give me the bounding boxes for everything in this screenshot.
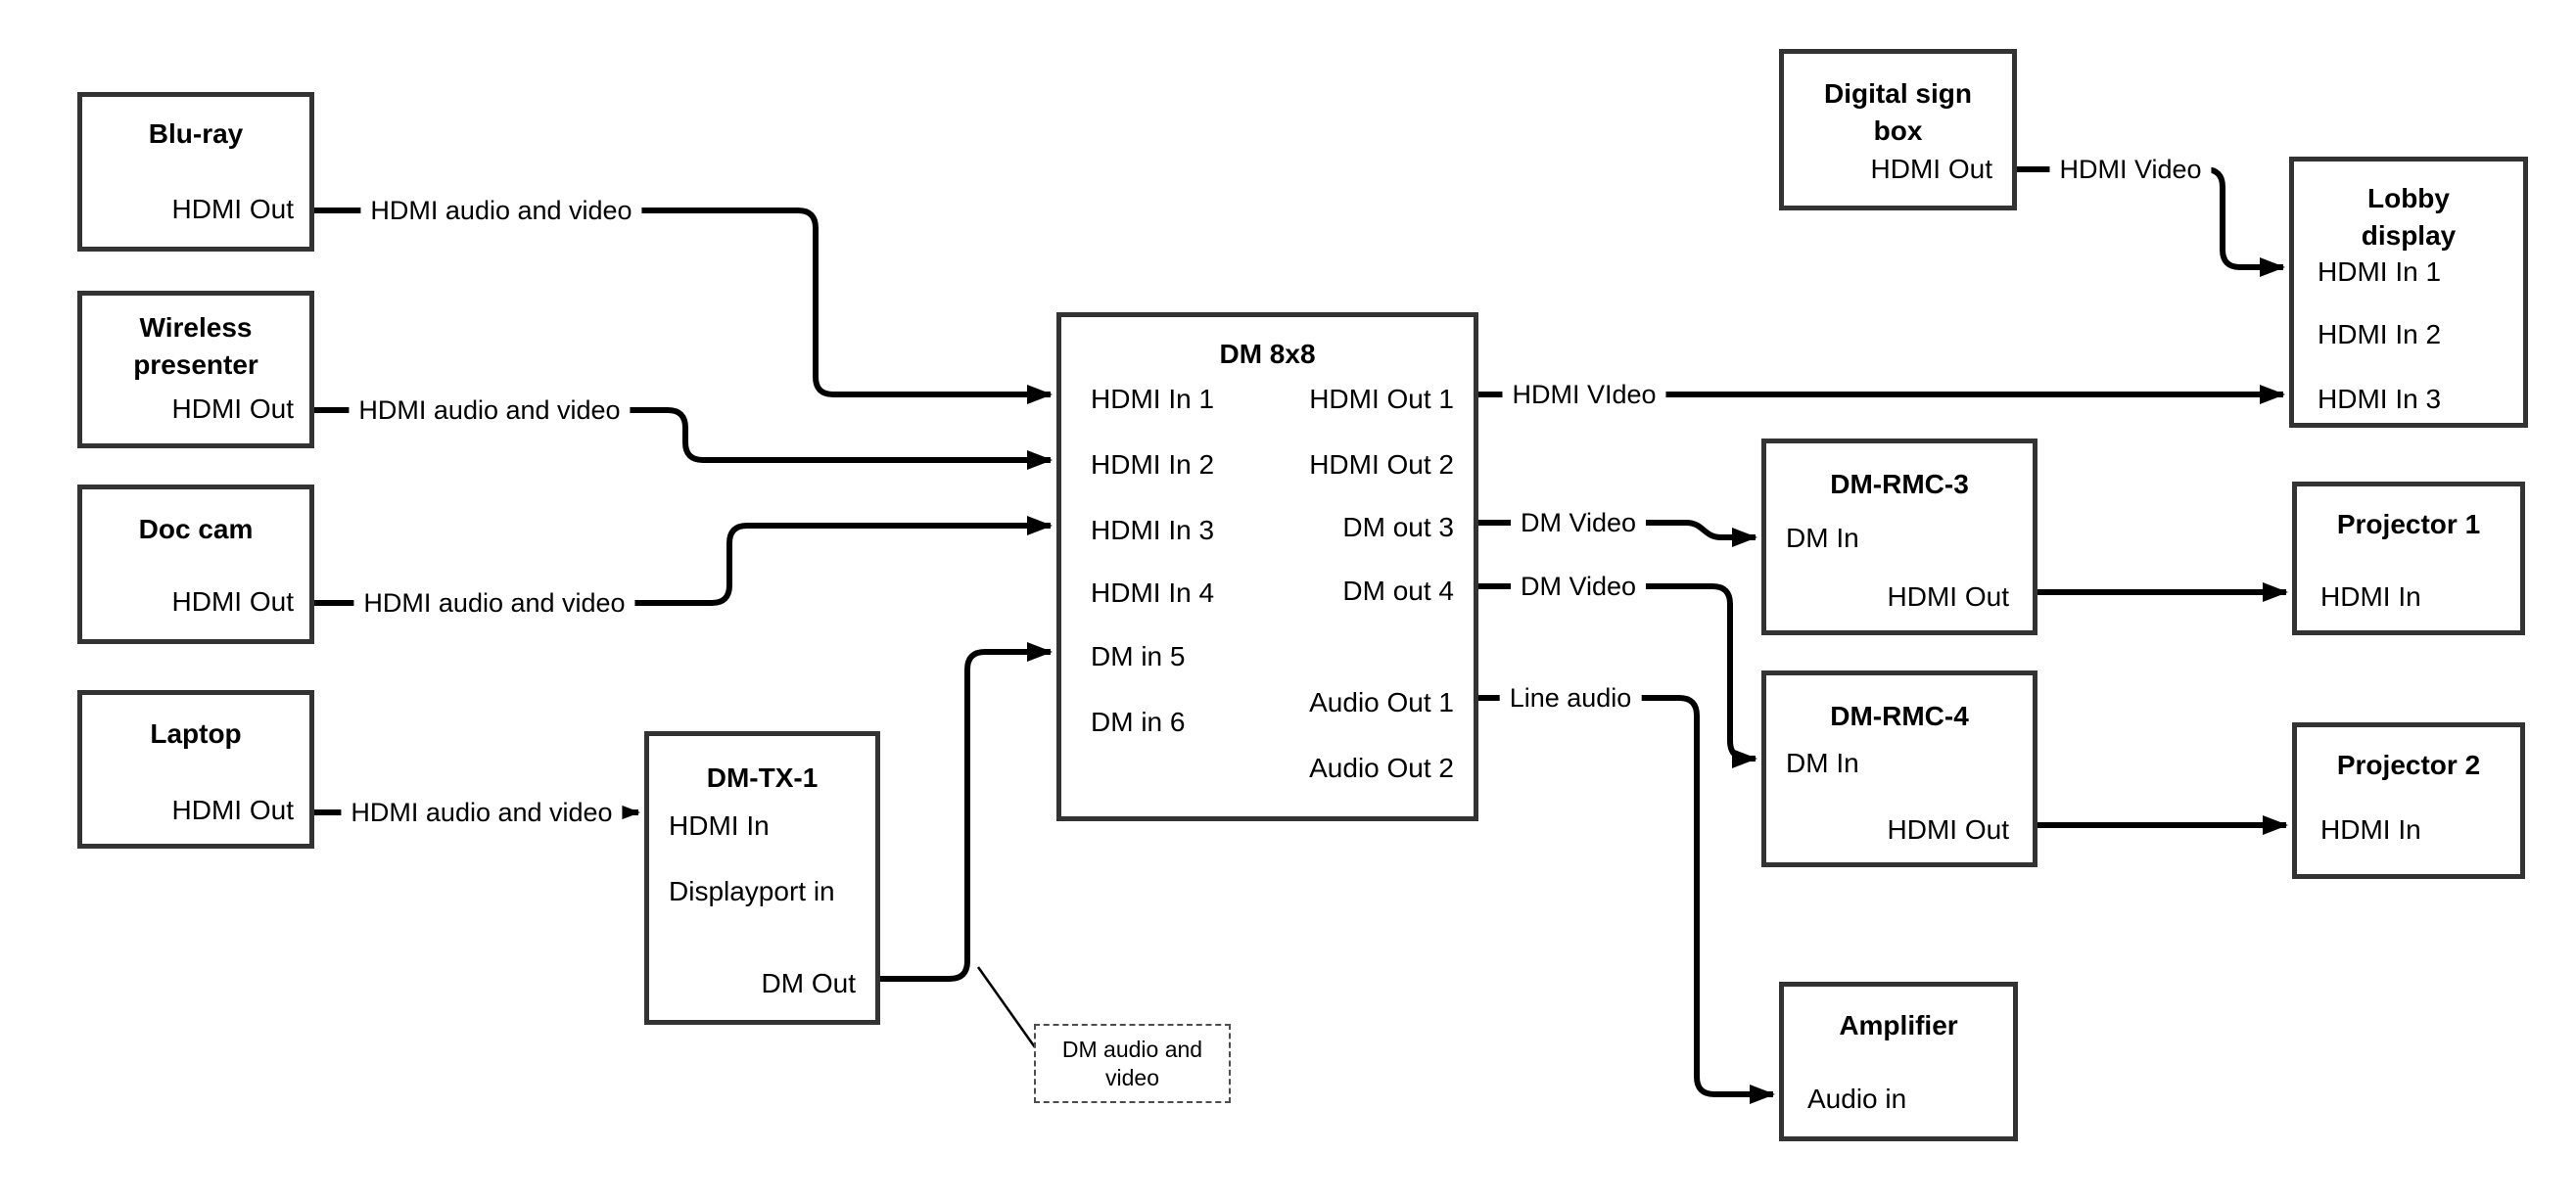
port-dmrmc4-hdmi-out: HDMI Out bbox=[1887, 814, 2009, 845]
port-dm8x8-hdmi-out-1: HDMI Out 1 bbox=[1309, 384, 1454, 414]
port-doccam-hdmi-out: HDMI Out bbox=[171, 586, 294, 617]
edge-digitalsign-to-lobby-in1 bbox=[2017, 166, 2285, 277]
port-dm8x8-audio-out-2: Audio Out 2 bbox=[1309, 753, 1454, 783]
port-dmrmc3-dm-in: DM In bbox=[1786, 523, 1859, 553]
node-bluray-title: Blu-ray bbox=[148, 118, 244, 149]
node-projector-1-title: Projector 1 bbox=[2336, 509, 2481, 539]
port-dm8x8-dm-in-6: DM in 6 bbox=[1091, 707, 1186, 737]
node-digital-sign-box: Digital sign box HDMI Out bbox=[1779, 49, 2017, 210]
port-dmtx1-hdmi-in: HDMI In bbox=[669, 810, 770, 841]
edge-label-audio-out-1: Line audio bbox=[1499, 681, 1642, 715]
edge-dm8x8-dmout4-to-dmrmc4 bbox=[1478, 583, 1757, 768]
port-wireless-hdmi-out: HDMI Out bbox=[171, 393, 294, 424]
annotation-dm-audio-and-video: DM audio and video bbox=[1034, 1024, 1231, 1103]
node-dm-tx-1: DM-TX-1 HDMI In Displayport in DM Out bbox=[644, 731, 880, 1025]
edge-label-bluray: HDMI audio and video bbox=[360, 194, 642, 227]
port-dm8x8-dm-out-3: DM out 3 bbox=[1342, 512, 1454, 542]
edge-label-doccam: HDMI audio and video bbox=[353, 586, 635, 620]
port-dm8x8-hdmi-in-1: HDMI In 1 bbox=[1091, 384, 1215, 414]
port-dmrmc3-hdmi-out: HDMI Out bbox=[1887, 581, 2009, 612]
port-dm8x8-dm-out-4: DM out 4 bbox=[1342, 576, 1454, 606]
node-projector-2-title: Projector 2 bbox=[2336, 750, 2481, 780]
port-bluray-hdmi-out: HDMI Out bbox=[171, 194, 294, 224]
node-dm-rmc-4: DM-RMC-4 DM In HDMI Out bbox=[1761, 670, 2037, 867]
edge-bluray-to-dm8x8-in1 bbox=[314, 208, 1053, 404]
port-dm8x8-hdmi-in-2: HDMI In 2 bbox=[1091, 449, 1215, 480]
node-dm-rmc-4-title: DM-RMC-4 bbox=[1830, 701, 1969, 731]
node-doc-cam: Doc cam HDMI Out bbox=[77, 485, 314, 644]
edge-label-hdmi-out-1: HDMI VIdeo bbox=[1502, 378, 1666, 411]
port-dm8x8-hdmi-in-4: HDMI In 4 bbox=[1091, 577, 1215, 608]
node-amplifier-title: Amplifier bbox=[1839, 1010, 1958, 1040]
port-dm8x8-audio-out-1: Audio Out 1 bbox=[1309, 687, 1454, 717]
port-projector2-hdmi-in: HDMI In bbox=[2320, 814, 2421, 845]
annotation-leader-line bbox=[976, 966, 1037, 1048]
port-dmrmc4-dm-in: DM In bbox=[1786, 748, 1859, 778]
port-lobby-hdmi-in-2: HDMI In 2 bbox=[2318, 319, 2442, 349]
port-amplifier-audio-in: Audio in bbox=[1807, 1084, 1907, 1114]
edge-label-digital-sign: HDMI Video bbox=[2049, 153, 2212, 186]
node-digital-sign-box-title: Digital sign box bbox=[1824, 78, 1972, 146]
edge-label-dm-out-3: DM Video bbox=[1510, 506, 1647, 539]
node-dm-8x8: DM 8x8 HDMI In 1 HDMI In 2 HDMI In 3 HDM… bbox=[1056, 312, 1478, 821]
node-doc-cam-title: Doc cam bbox=[138, 514, 254, 544]
node-dm-rmc-3: DM-RMC-3 DM In HDMI Out bbox=[1761, 439, 2037, 635]
node-wireless-presenter-title: Wireless presenter bbox=[133, 312, 258, 380]
port-projector1-hdmi-in: HDMI In bbox=[2320, 581, 2421, 612]
port-digitalsign-hdmi-out: HDMI Out bbox=[1870, 154, 1992, 184]
edge-wireless-to-dm8x8-in2 bbox=[314, 407, 1053, 470]
node-lobby-display: Lobby display HDMI In 1 HDMI In 2 HDMI I… bbox=[2289, 157, 2528, 428]
port-lobby-hdmi-in-3: HDMI In 3 bbox=[2318, 384, 2442, 414]
port-dmtx1-dm-out: DM Out bbox=[761, 968, 856, 998]
port-dm8x8-hdmi-out-2: HDMI Out 2 bbox=[1309, 449, 1454, 480]
node-laptop: Laptop HDMI Out bbox=[77, 690, 314, 849]
edge-label-laptop: HDMI audio and video bbox=[341, 796, 623, 829]
edge-doccam-to-dm8x8-in3 bbox=[314, 516, 1053, 606]
node-wireless-presenter: Wireless presenter HDMI Out bbox=[77, 291, 314, 448]
node-lobby-display-title: Lobby display bbox=[2361, 183, 2457, 251]
port-dmtx1-displayport-in: Displayport in bbox=[669, 876, 835, 906]
port-dm8x8-dm-in-5: DM in 5 bbox=[1091, 641, 1186, 671]
node-amplifier: Amplifier Audio in bbox=[1779, 982, 2018, 1141]
node-dm-rmc-3-title: DM-RMC-3 bbox=[1830, 469, 1969, 499]
node-dm-tx-1-title: DM-TX-1 bbox=[706, 762, 819, 793]
port-laptop-hdmi-out: HDMI Out bbox=[171, 795, 294, 825]
node-projector-1: Projector 1 HDMI In bbox=[2292, 482, 2525, 635]
node-bluray: Blu-ray HDMI Out bbox=[77, 92, 314, 252]
edge-dm8x8-dmout3-to-dmrmc3 bbox=[1478, 520, 1757, 547]
node-dm-8x8-title: DM 8x8 bbox=[1219, 339, 1316, 369]
edge-dm8x8-audioout1-to-amplifier bbox=[1478, 695, 1775, 1104]
port-lobby-hdmi-in-1: HDMI In 1 bbox=[2318, 256, 2442, 287]
node-projector-2: Projector 2 HDMI In bbox=[2292, 722, 2525, 879]
edge-label-dm-out-4: DM Video bbox=[1510, 570, 1647, 603]
node-laptop-title: Laptop bbox=[150, 718, 242, 749]
edge-label-wireless: HDMI audio and video bbox=[349, 393, 631, 427]
edge-dmtx1-dmout-to-dm8x8-in5 bbox=[880, 642, 1053, 982]
port-dm8x8-hdmi-in-3: HDMI In 3 bbox=[1091, 515, 1215, 545]
